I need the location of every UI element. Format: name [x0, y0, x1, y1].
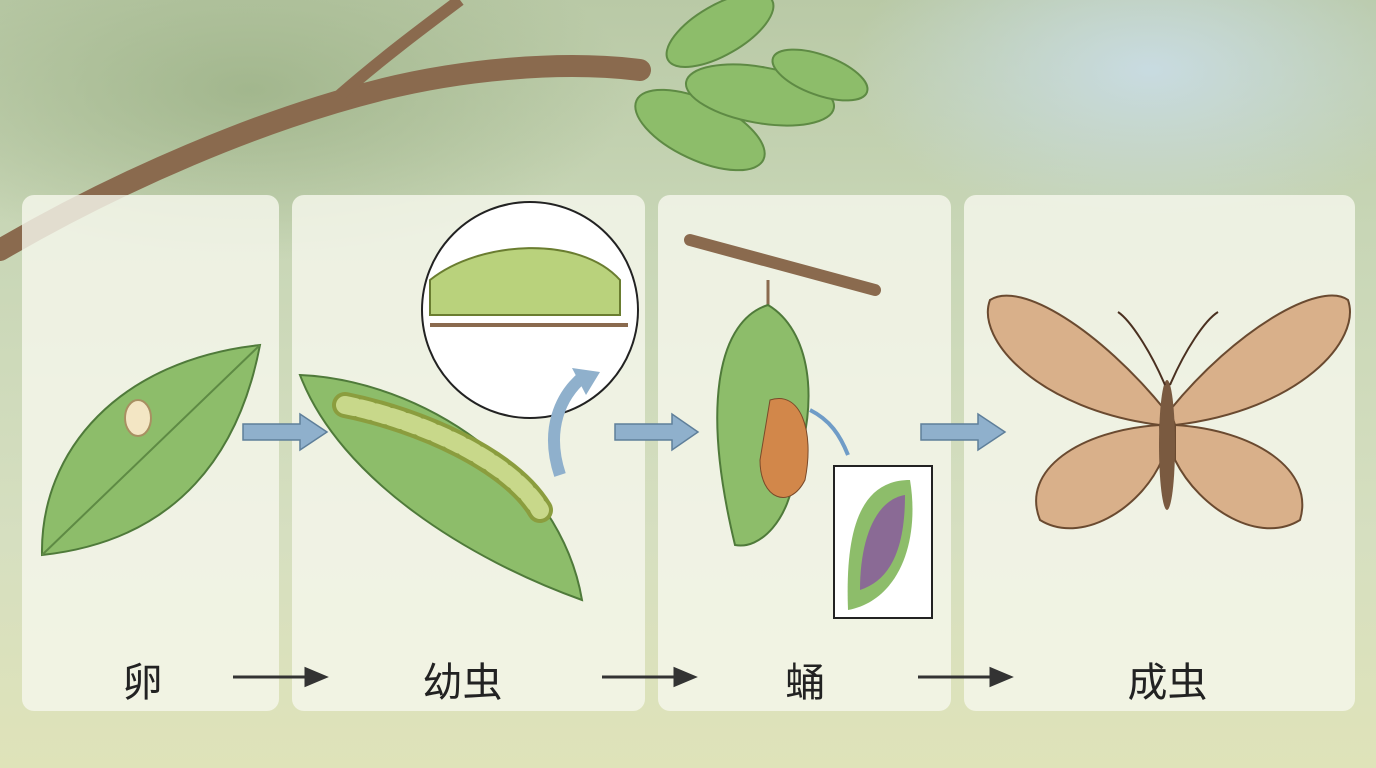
pupa-image: [684, 234, 933, 619]
arrow-right-icon: [673, 666, 698, 688]
blue-arrow-icon: [614, 412, 700, 452]
stage-label-adult: 成虫: [1127, 660, 1208, 706]
arrow-right-icon: [304, 666, 329, 688]
arrow-right-icon: [989, 666, 1014, 688]
butterfly-image: [986, 294, 1351, 530]
egg-leaf-image: [40, 343, 262, 557]
stage-label-larva: 幼虫: [422, 660, 503, 706]
larva-leaf-image: [298, 201, 639, 602]
blue-arrow-icon: [242, 412, 329, 452]
stage-label-pupa: 蛹: [785, 660, 825, 706]
stage-label-egg: 卵: [122, 660, 163, 706]
blue-arrow-icon: [920, 412, 1007, 452]
